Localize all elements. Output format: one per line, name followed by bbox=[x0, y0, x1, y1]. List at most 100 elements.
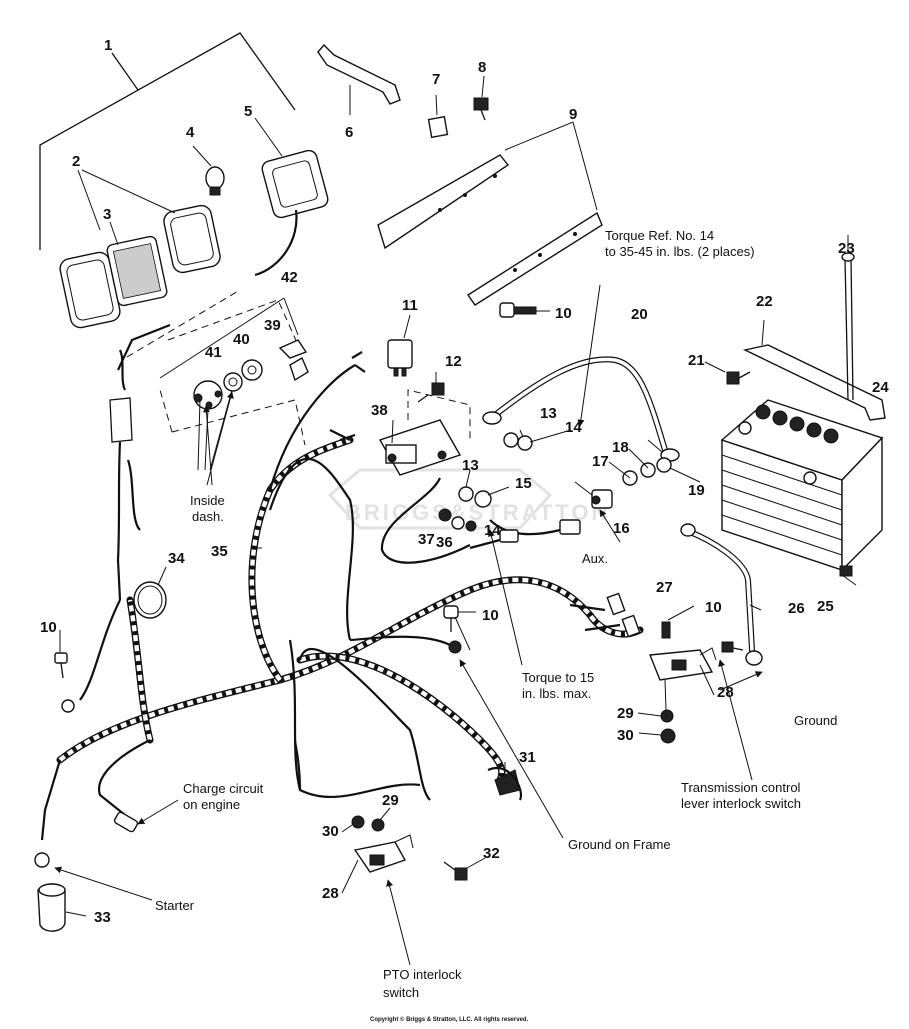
screw-part-32 bbox=[443, 857, 486, 881]
callout-7: 7 bbox=[432, 71, 440, 88]
callout-14-upper: 14 bbox=[565, 419, 582, 436]
copyright-notice: Copyright © Briggs & Stratton, LLC. All … bbox=[370, 1016, 529, 1023]
callout-30-right: 30 bbox=[617, 727, 634, 744]
starter-note: Starter bbox=[155, 898, 195, 913]
pto-wire bbox=[487, 766, 523, 801]
wire-harness-part-35 bbox=[40, 323, 644, 841]
starter-terminal bbox=[34, 852, 50, 868]
callout-34: 34 bbox=[168, 550, 185, 567]
callout-22: 22 bbox=[756, 293, 773, 310]
headlight-assembly bbox=[39, 32, 329, 329]
lamp-housing-part-5 bbox=[254, 149, 329, 277]
callout-42: 42 bbox=[281, 269, 298, 286]
callout-30-left: 30 bbox=[322, 823, 339, 840]
callout-28-right: 28 bbox=[717, 684, 734, 701]
callout-33: 33 bbox=[94, 909, 111, 926]
transmission-note-line1: Transmission control bbox=[681, 780, 801, 795]
nut-part-30-left bbox=[351, 815, 365, 829]
callout-40: 40 bbox=[233, 331, 250, 348]
cable-part-20 bbox=[482, 356, 680, 462]
annotation-notes: Torque Ref. No. 14 to 35-45 in. lbs. (2 … bbox=[155, 228, 837, 1000]
bracket-part-6 bbox=[317, 43, 401, 115]
torque-ref-note-line1: Torque Ref. No. 14 bbox=[605, 228, 714, 243]
pto-note-line1: PTO interlock bbox=[383, 967, 462, 982]
callout-6: 6 bbox=[345, 124, 353, 141]
callout-14-lower: 14 bbox=[484, 522, 501, 539]
relay-part-11 bbox=[387, 314, 413, 377]
callout-13-lower: 13 bbox=[462, 457, 479, 474]
cable-part-15 bbox=[380, 477, 581, 564]
torque-max-note-line2: in. lbs. max. bbox=[522, 686, 591, 701]
callout-39: 39 bbox=[264, 317, 281, 334]
callout-1: 1 bbox=[104, 37, 112, 54]
callout-10-right: 10 bbox=[705, 599, 722, 616]
callout-23: 23 bbox=[838, 240, 855, 257]
callout-10-middle: 10 bbox=[482, 607, 499, 624]
callout-10-top: 10 bbox=[555, 305, 572, 322]
plate-part-9 bbox=[377, 121, 603, 306]
nut-part-13-lower bbox=[458, 486, 474, 502]
rod-part-23 bbox=[841, 235, 855, 401]
callout-2: 2 bbox=[72, 153, 80, 170]
leader-1 bbox=[39, 32, 296, 250]
callout-4: 4 bbox=[186, 124, 195, 141]
callout-32: 32 bbox=[483, 845, 500, 862]
torque-ref-note-line2: to 35-45 in. lbs. (2 places) bbox=[605, 244, 755, 259]
callout-20: 20 bbox=[631, 306, 648, 323]
transmission-switch-part-28 bbox=[649, 621, 717, 711]
callout-numbers: 1 2 3 4 5 6 7 8 9 10 10 10 10 11 12 13 1… bbox=[40, 37, 889, 926]
callout-29-right: 29 bbox=[617, 705, 634, 722]
screw-part-8 bbox=[473, 75, 489, 121]
torque-max-note-line1: Torque to 15 bbox=[522, 670, 594, 685]
nut-part-40 bbox=[223, 372, 243, 392]
spade-wire bbox=[293, 739, 302, 791]
callout-37: 37 bbox=[418, 531, 435, 548]
callout-10-left: 10 bbox=[40, 619, 57, 636]
callout-5: 5 bbox=[244, 103, 252, 120]
pto-switch-part-28 bbox=[353, 834, 414, 873]
dash-switch-group bbox=[126, 289, 309, 471]
callout-38: 38 bbox=[371, 402, 388, 419]
callout-9: 9 bbox=[569, 106, 577, 123]
ground-on-frame-note: Ground on Frame bbox=[568, 837, 671, 852]
callout-31: 31 bbox=[519, 749, 536, 766]
nut-part-37 bbox=[438, 508, 452, 522]
bulb-part-4 bbox=[205, 166, 225, 196]
aux-note: Aux. bbox=[582, 551, 608, 566]
callout-26: 26 bbox=[788, 600, 805, 617]
callout-13-upper: 13 bbox=[540, 405, 557, 422]
ground-ring-left bbox=[61, 699, 75, 713]
nut-part-36 bbox=[451, 516, 477, 532]
washer-part-18 bbox=[640, 462, 656, 478]
callout-17: 17 bbox=[592, 453, 609, 470]
washer-part-40 bbox=[241, 359, 263, 381]
aux-terminal-part-16 bbox=[574, 481, 613, 509]
nut-part-13 bbox=[503, 432, 519, 448]
nut-part-14-lower bbox=[474, 490, 492, 508]
ground-note: Ground bbox=[794, 713, 837, 728]
screw-part-10-right bbox=[721, 641, 744, 653]
nut-part-29-right bbox=[660, 709, 674, 723]
charge-note-line1: Charge circuit bbox=[183, 781, 264, 796]
callout-21: 21 bbox=[688, 352, 705, 369]
callout-36: 36 bbox=[436, 534, 453, 551]
screw-part-10-top bbox=[499, 302, 550, 318]
boot-part-33 bbox=[37, 883, 66, 932]
ignition-switch-part-41 bbox=[193, 380, 223, 410]
callout-15: 15 bbox=[515, 475, 532, 492]
callout-29-left: 29 bbox=[382, 792, 399, 809]
transmission-note-line2: lever interlock switch bbox=[681, 796, 801, 811]
callout-11: 11 bbox=[402, 297, 418, 314]
key-part-39 bbox=[278, 339, 309, 382]
callout-28-left: 28 bbox=[322, 885, 339, 902]
cable-tie-part-34 bbox=[133, 581, 167, 619]
bezel-part-2 bbox=[59, 251, 121, 329]
callout-19: 19 bbox=[688, 482, 705, 499]
callout-16: 16 bbox=[613, 520, 630, 537]
leader-arrows bbox=[54, 284, 857, 966]
battery-holddown-part-22 bbox=[742, 319, 886, 421]
screw-part-10-left bbox=[54, 652, 68, 679]
ground-frame-ring bbox=[448, 640, 462, 654]
solenoid-part-38 bbox=[378, 389, 471, 476]
